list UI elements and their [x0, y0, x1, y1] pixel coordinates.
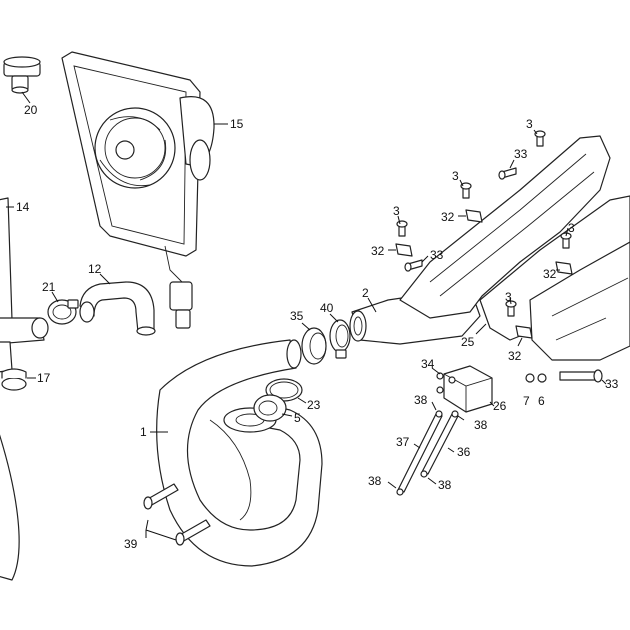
callout-3-e: 3 — [505, 290, 512, 304]
callout-15: 15 — [230, 117, 244, 131]
callout-3-b: 3 — [452, 169, 459, 183]
part-15-fan — [61, 51, 228, 329]
part-26-resonator — [443, 365, 495, 413]
callout-40: 40 — [320, 301, 334, 315]
fasteners-group — [388, 129, 607, 385]
part-20-sensor — [3, 56, 41, 104]
part-17-grommet — [1, 368, 36, 391]
callout-38-a: 38 — [414, 393, 428, 407]
part-12-hose — [79, 273, 156, 336]
callout-26: 26 — [493, 399, 507, 413]
callout-6: 6 — [538, 394, 545, 408]
callout-21: 21 — [42, 280, 56, 294]
callout-32-c: 32 — [543, 267, 557, 281]
callout-1: 1 — [140, 425, 147, 439]
callout-33-a: 33 — [514, 147, 528, 161]
callout-12: 12 — [88, 262, 102, 276]
callout-3-a: 3 — [526, 117, 533, 131]
part-39-bolts — [143, 483, 211, 546]
callout-25: 25 — [461, 335, 475, 349]
part-34-bolts — [431, 367, 444, 394]
callout-20: 20 — [24, 103, 38, 117]
part-25-airbox — [399, 135, 630, 361]
callout-33-c: 33 — [605, 377, 619, 391]
callout-14: 14 — [16, 200, 30, 214]
callout-5: 5 — [294, 411, 301, 425]
callout-32-a: 32 — [441, 210, 455, 224]
part-38-fasteners — [387, 401, 465, 489]
callout-33-b: 33 — [430, 248, 444, 262]
part-36-rod — [420, 410, 459, 478]
callout-32-b: 32 — [371, 244, 385, 258]
callout-7: 7 — [523, 394, 530, 408]
callout-39: 39 — [124, 537, 138, 551]
part-1-bend — [150, 339, 323, 567]
callout-23: 23 — [307, 398, 321, 412]
part-40-clamp — [329, 313, 351, 359]
callout-3-c: 3 — [393, 204, 400, 218]
callout-38-c: 38 — [368, 474, 382, 488]
callout-38-d: 38 — [438, 478, 452, 492]
callout-37: 37 — [396, 435, 410, 449]
part-14-hose — [0, 197, 49, 581]
part-35-ring — [301, 322, 327, 365]
callout-2: 2 — [362, 286, 369, 300]
callout-38-b: 38 — [474, 418, 488, 432]
part-37-rod — [396, 410, 443, 496]
callout-34: 34 — [421, 357, 435, 371]
part-5-flange — [253, 394, 293, 422]
callout-36: 36 — [457, 445, 471, 459]
callout-35: 35 — [290, 309, 304, 323]
part-21-clamp — [47, 291, 79, 325]
callout-3-d: 3 — [568, 221, 575, 235]
callout-32-d: 32 — [508, 349, 522, 363]
callout-labels: 20 15 14 12 21 17 35 40 2 23 5 1 39 3 33… — [16, 103, 619, 551]
callout-17: 17 — [37, 371, 51, 385]
